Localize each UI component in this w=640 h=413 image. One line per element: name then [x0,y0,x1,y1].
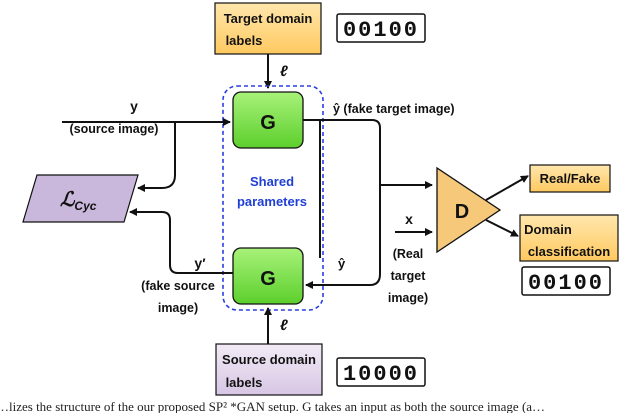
yhat-top-label: ŷ (fake target image) [333,102,455,116]
target-domain-box [214,2,322,55]
shared-line2: parameters [237,194,307,209]
ell-bottom: ℓ [280,317,288,334]
top-g-output-path [303,119,433,189]
yprime-caption-1: (fake source [141,279,215,293]
realfake-label: Real/Fake [540,171,601,186]
discriminator-label: D [455,201,469,223]
domain-arrow [485,219,519,237]
generator-bottom-label: G [260,268,276,290]
cyc-loss-box [22,174,139,223]
yhat-bottom-input-path [305,185,381,289]
yprime-caption-2: image) [158,301,198,315]
y-caption: (source image) [70,122,159,136]
source-code-box [336,357,426,387]
real-caption-3: image) [388,291,428,305]
cyc-loss-symbol: ℒ [60,189,76,211]
target-domain-line2: labels [226,33,263,48]
target-code-box [336,13,426,43]
caption-fragment: …lizes the structure of the our proposed… [0,399,545,413]
real-caption-1: (Real [393,247,424,261]
y-to-cyc-path [137,122,176,192]
realfake-box [529,164,611,193]
domain-class-line1: Domain [524,222,572,237]
domain-class-box [519,214,619,262]
domain-code-box [521,266,611,296]
target-code: 00100 [343,18,419,43]
yprime-to-cyc-path [129,208,233,274]
yhat-bottom-label: ŷ [338,256,346,271]
ell-top: ℓ [280,63,288,80]
cyc-loss-subscript: Cyc [74,199,96,213]
discriminator [436,166,502,254]
yprime-label: y′ [194,255,206,271]
cyc-loss-main: ℒCyc [60,189,97,213]
domain-code: 00100 [528,271,604,296]
source-domain-box [215,343,323,396]
generator-bottom [232,247,304,305]
real-caption-2: target [391,269,427,283]
source-domain-line2: labels [226,375,263,390]
target-domain-line1: Target domain [224,11,313,26]
y-label: y [130,98,138,114]
source-code: 10000 [343,362,419,387]
source-domain-line1: Source domain [222,352,316,367]
shared-line1: Shared [250,174,294,189]
generator-top-label: G [260,112,276,134]
domain-class-line2: classification [528,244,610,259]
shared-parameters-region [222,85,324,311]
x-label: x [405,211,413,227]
realfake-arrow [485,175,529,201]
